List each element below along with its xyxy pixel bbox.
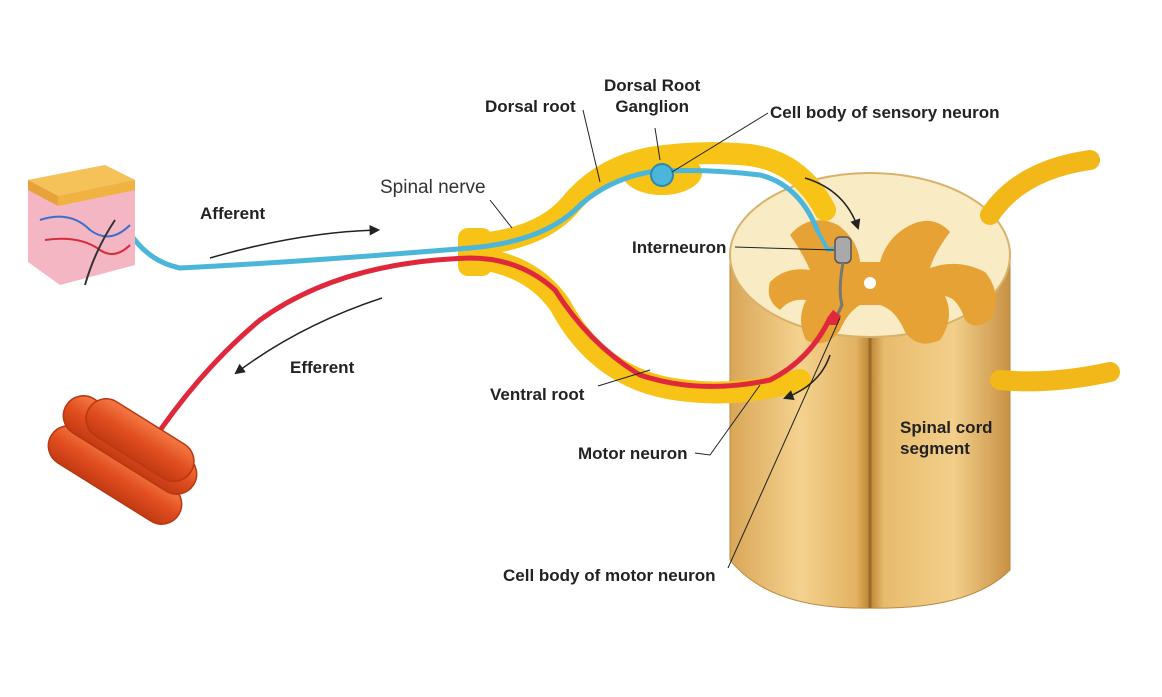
grey-matter: [768, 220, 996, 344]
motor-flow-arrow: [783, 354, 831, 400]
efferent-label: Efferent: [290, 358, 355, 377]
motor-cell-body-label: Cell body of motor neuron: [503, 566, 716, 585]
skin-icon: [28, 165, 135, 286]
nerve-sheath: [458, 142, 836, 404]
central-canal: [864, 277, 876, 289]
motor-neuron-label: Motor neuron: [578, 444, 688, 463]
sensory-cell-body-label: Cell body of sensory neuron: [770, 103, 1000, 122]
dorsal-root-ganglion-label: Dorsal Root Ganglion: [604, 75, 700, 117]
dorsal-root-ganglion-line1: Dorsal Root: [604, 76, 701, 95]
afferent-label: Afferent: [200, 204, 266, 223]
spinal-cord-segment: [729, 150, 1120, 609]
spinal-cord-line2: segment: [900, 439, 970, 458]
interneuron-label: Interneuron: [632, 238, 727, 257]
sensory-flow-arrow: [804, 177, 861, 230]
ventral-root-label: Ventral root: [490, 385, 585, 404]
spinal-cord-line1: Spinal cord: [900, 418, 993, 437]
muscle-icon: [47, 395, 198, 525]
dorsal-root-label: Dorsal root: [485, 97, 576, 116]
dorsal-root-ganglion-line2: Ganglion: [615, 97, 689, 116]
efferent-arrow: [234, 297, 383, 375]
leader-lines: [489, 109, 841, 569]
spinal-nerve-label: Spinal nerve: [380, 177, 486, 198]
afferent-arrow: [209, 224, 381, 259]
interneuron: [834, 236, 852, 319]
spinal-cord-segment-label: Spinal cord segment: [900, 417, 993, 459]
